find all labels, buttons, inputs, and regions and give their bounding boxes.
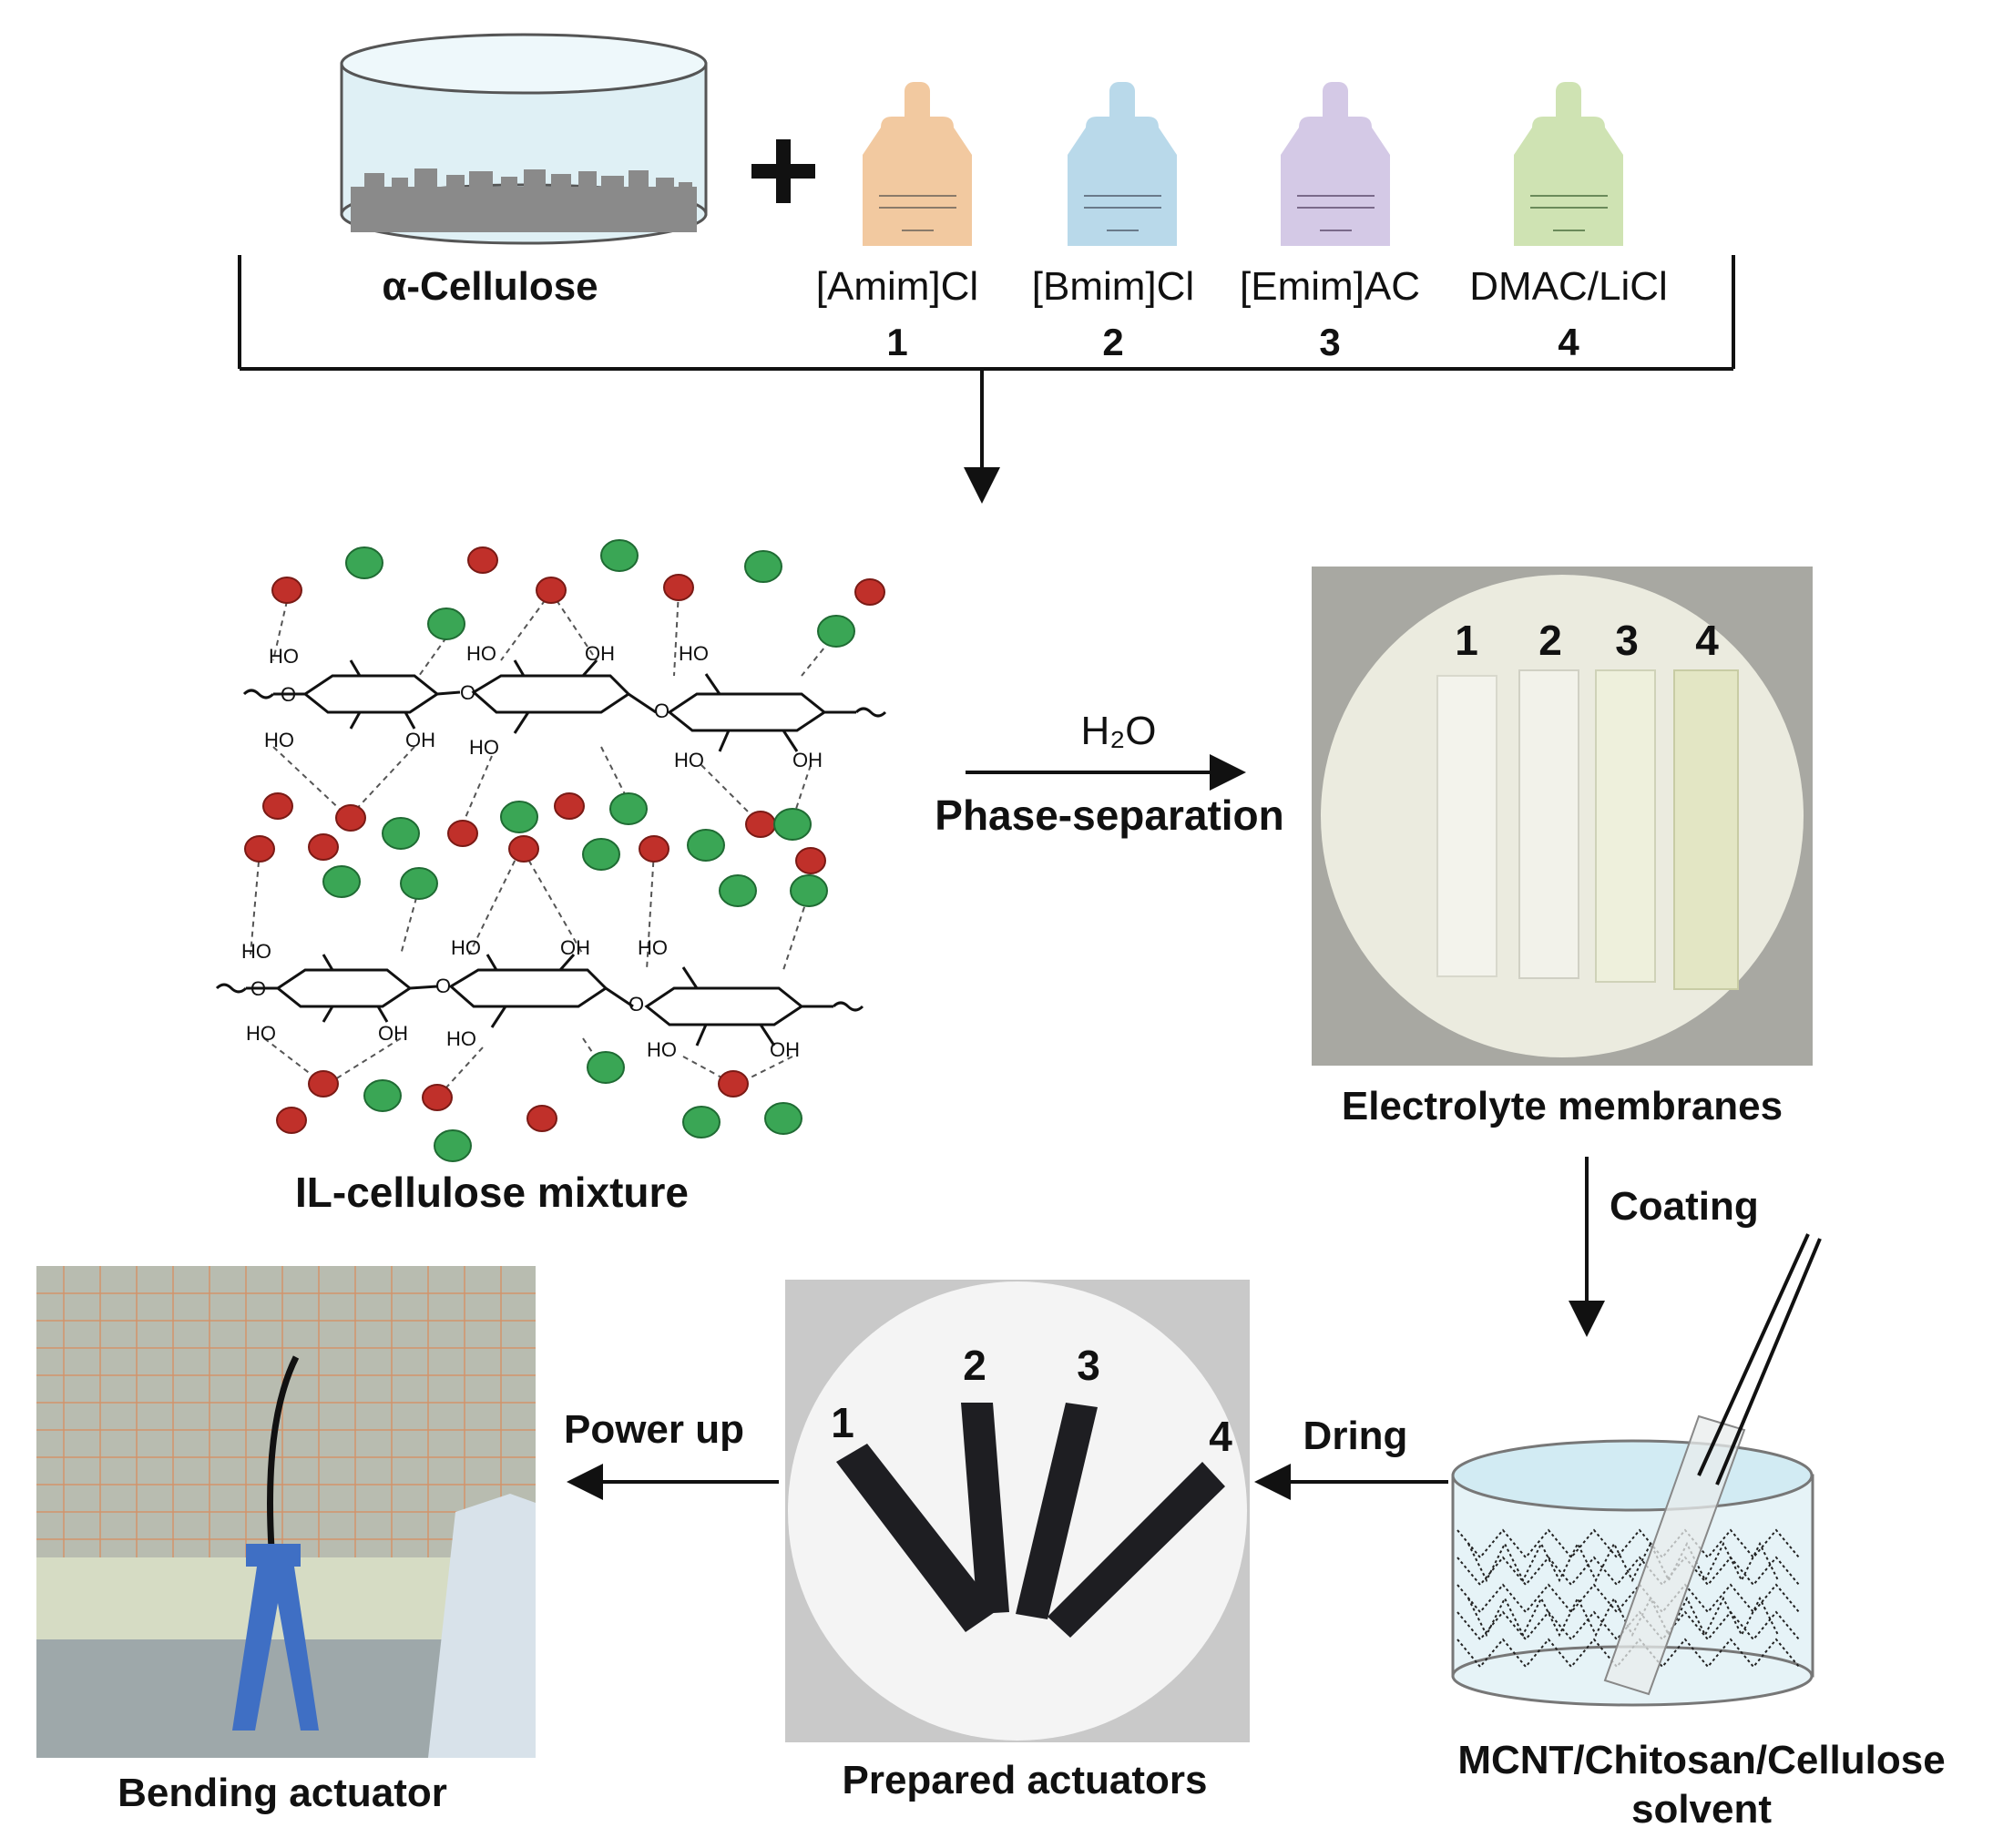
actuators-label: Prepared actuators xyxy=(842,1758,1208,1802)
oxygen-label: O xyxy=(654,699,670,722)
solvent-name-1: [Amim]Cl xyxy=(815,264,979,309)
actuator-strip-number: 2 xyxy=(963,1342,986,1389)
membrane-strip-number: 2 xyxy=(1538,617,1562,664)
actuator-strip-number: 1 xyxy=(831,1399,854,1446)
cellulose-label: α-Cellulose xyxy=(382,264,598,309)
phase-reagent-label: H₂O xyxy=(1080,709,1157,753)
membrane-strip-number: 3 xyxy=(1615,617,1639,664)
power-up-label: Power up xyxy=(563,1407,745,1452)
hydroxyl-label: OH xyxy=(792,749,823,771)
oxygen-label: O xyxy=(629,993,645,1016)
mcnt-bath-icon xyxy=(1451,1233,1822,1707)
bending-actuator-photo xyxy=(36,1266,536,1758)
bath-label-line2: solvent xyxy=(1630,1787,1773,1832)
bottle-emim-icon xyxy=(1281,82,1390,246)
hydroxyl-label: HO xyxy=(446,1027,476,1050)
drying-label: Dring xyxy=(1303,1414,1408,1458)
membrane-strip-number: 4 xyxy=(1695,617,1719,664)
hydroxyl-label: HO xyxy=(264,729,294,751)
hydroxyl-label: OH xyxy=(585,642,615,665)
solvent-number-3: 3 xyxy=(1319,321,1341,363)
hydroxyl-label: HO xyxy=(451,936,481,959)
cellulose-dish-icon xyxy=(340,33,708,245)
hydroxyl-label: OH xyxy=(560,936,590,959)
hydroxyl-label: HO xyxy=(674,749,704,771)
coating-label: Coating xyxy=(1610,1184,1759,1229)
hydroxyl-label: OH xyxy=(405,729,435,751)
mixture-label: IL-cellulose mixture xyxy=(294,1169,690,1216)
cellulose-chain-top xyxy=(242,659,887,752)
oxygen-label: O xyxy=(250,977,267,1000)
actuator-strip-number: 4 xyxy=(1209,1413,1232,1460)
hydroxyl-label: HO xyxy=(679,642,709,665)
hydroxyl-label: HO xyxy=(241,940,271,963)
solvent-name-3: [Emim]AC xyxy=(1240,264,1420,309)
solvent-name-4: DMAC/LiCl xyxy=(1469,264,1668,309)
oxygen-label: O xyxy=(460,681,476,704)
solvent-bottles xyxy=(863,82,1623,246)
hydroxyl-label: HO xyxy=(269,645,299,668)
hydroxyl-label: HO xyxy=(638,936,668,959)
hydroxyl-label: OH xyxy=(378,1022,408,1045)
solvent-number-1: 1 xyxy=(886,321,908,363)
oxygen-label: O xyxy=(435,975,452,997)
hydroxyl-label: OH xyxy=(770,1038,800,1061)
membranes-photo xyxy=(1312,567,1813,1066)
cellulose-chain-bottom xyxy=(215,954,864,1047)
membranes-label: Electrolyte membranes xyxy=(1341,1084,1783,1128)
solvent-number-2: 2 xyxy=(1102,321,1124,363)
bottle-bmim-icon xyxy=(1068,82,1177,246)
ion-markers xyxy=(244,539,885,1162)
actuator-strip-number: 3 xyxy=(1077,1342,1100,1389)
solvent-number-4: 4 xyxy=(1558,321,1579,363)
bottle-dmac-icon xyxy=(1514,82,1623,246)
merge-bracket xyxy=(238,255,1735,371)
phase-separation-label: Phase-separation xyxy=(935,791,1284,839)
hydroxyl-label: HO xyxy=(647,1038,677,1061)
hydroxyl-label: HO xyxy=(469,736,499,759)
membrane-strip-number: 1 xyxy=(1455,617,1478,664)
bath-label-line1: MCNT/Chitosan/Cellulose xyxy=(1457,1738,1946,1782)
actuators-photo xyxy=(785,1280,1250,1742)
bottle-amim-icon xyxy=(863,82,972,246)
hydroxyl-label: HO xyxy=(246,1022,276,1045)
hydroxyl-label: HO xyxy=(466,642,496,665)
plus-icon xyxy=(751,139,815,203)
solvent-name-2: [Bmim]Cl xyxy=(1031,264,1195,309)
oxygen-label: O xyxy=(281,683,297,706)
bending-label: Bending actuator xyxy=(118,1771,447,1815)
